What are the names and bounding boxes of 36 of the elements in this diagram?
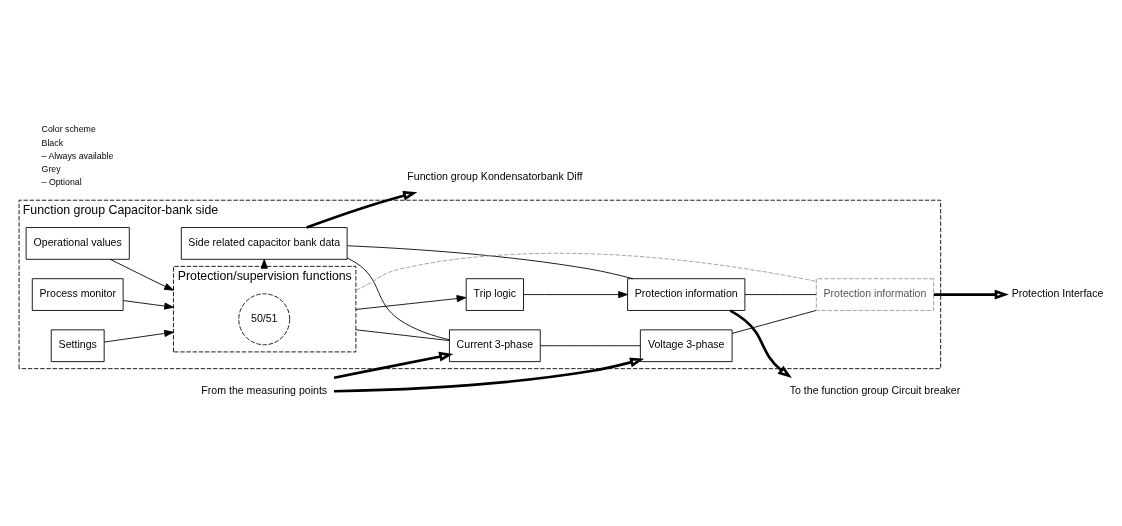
connector [346,257,450,340]
node-box: Current 3-phase [449,328,541,362]
label: Black [41,137,64,148]
connector [346,244,634,279]
label: – Always available [41,150,114,161]
node-text: Function group Kondensatorbank Diff [407,169,583,182]
arrow [933,289,1009,300]
arrow [333,351,454,379]
connector [731,309,817,334]
label: Grey [41,163,61,174]
connector [540,344,641,346]
node-box: Protection information [815,277,935,311]
label: – Optional [41,176,82,187]
node-circle: 50/51 [238,292,291,345]
node-text: From the measuring points [201,383,328,396]
arrow [306,190,418,229]
node-box: Settings [50,328,105,362]
node-box: Trip logic [465,277,524,311]
arrow [109,258,174,291]
arrow [355,294,467,310]
connector [744,293,817,295]
connector [355,328,450,341]
node-box: Protection information [627,277,746,311]
connector [355,252,817,291]
node-text: To the function group Circuit breaker [789,383,961,396]
label: Color scheme [41,123,96,134]
arrow [122,299,174,310]
node-box: Process monitor [31,277,124,311]
node-box: Voltage 3-phase [639,328,733,362]
node-box: Side related capacitor bank data [180,226,348,260]
arrow [333,357,645,393]
arrow [523,290,628,298]
node-text: Protection Interface [1011,286,1104,299]
arrow [729,308,792,378]
arrow [103,329,174,342]
node-box: Operational values [25,226,130,260]
